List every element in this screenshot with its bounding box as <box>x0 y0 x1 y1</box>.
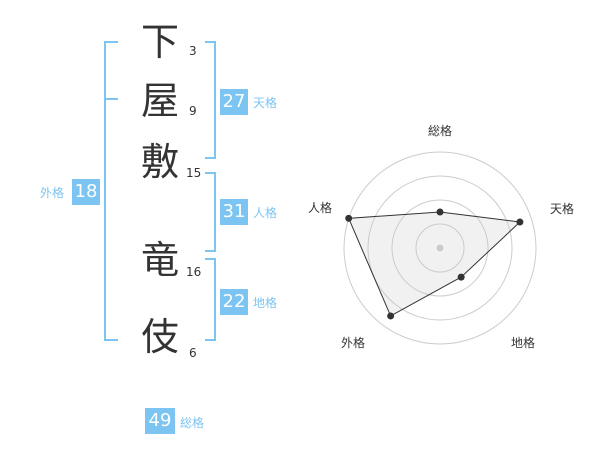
radar-grid-ring <box>415 223 465 273</box>
name-char-1: 下 <box>140 20 179 64</box>
stroke-count-1: 3 <box>189 44 197 58</box>
radar-axis-label-soukaku: 総格 <box>428 124 453 138</box>
radar-axis-label-jinkaku: 人格 <box>308 201 333 215</box>
chikaku-label: 地格 <box>253 296 278 310</box>
name-char-4: 竜 <box>140 238 179 282</box>
radar-point-4 <box>387 312 395 320</box>
radar-grid-ring <box>391 199 489 297</box>
radar-point-2 <box>516 218 524 226</box>
name-char-5: 伎 <box>140 315 179 359</box>
stroke-count-5: 6 <box>189 346 197 360</box>
stroke-count-4: 16 <box>186 265 202 279</box>
jinkaku-label: 人格 <box>253 206 278 220</box>
radar-axis-label-chikaku: 地格 <box>511 336 536 350</box>
tenkaku-value: 27 <box>220 89 248 115</box>
radar-axis-label-tenkaku: 天格 <box>550 202 575 216</box>
radar-grid-ring <box>343 151 537 345</box>
name-char-2: 屋 <box>140 79 179 123</box>
radar-center-dot <box>436 244 444 252</box>
jinkaku-value: 31 <box>220 199 248 225</box>
fortune-radar-chart <box>343 151 537 345</box>
soukaku-label: 総格 <box>180 416 205 430</box>
radar-area <box>347 211 522 317</box>
chikaku-value: 22 <box>220 289 248 315</box>
radar-axis-label-gaikaku: 外格 <box>341 336 366 350</box>
radar-grid-ring <box>367 175 513 321</box>
gaikaku-value: 18 <box>72 179 100 205</box>
gaikaku-label: 外格 <box>40 186 65 200</box>
tenkaku-label: 天格 <box>253 96 278 110</box>
radar-point-1 <box>436 208 444 216</box>
radar-grid <box>343 151 537 345</box>
stroke-count-2: 9 <box>189 104 197 118</box>
soukaku-value: 49 <box>145 408 175 434</box>
radar-points <box>345 208 524 320</box>
stroke-count-3: 15 <box>186 166 202 180</box>
radar-point-3 <box>457 273 465 281</box>
name-char-3: 敷 <box>140 140 179 184</box>
radar-point-5 <box>345 214 353 222</box>
